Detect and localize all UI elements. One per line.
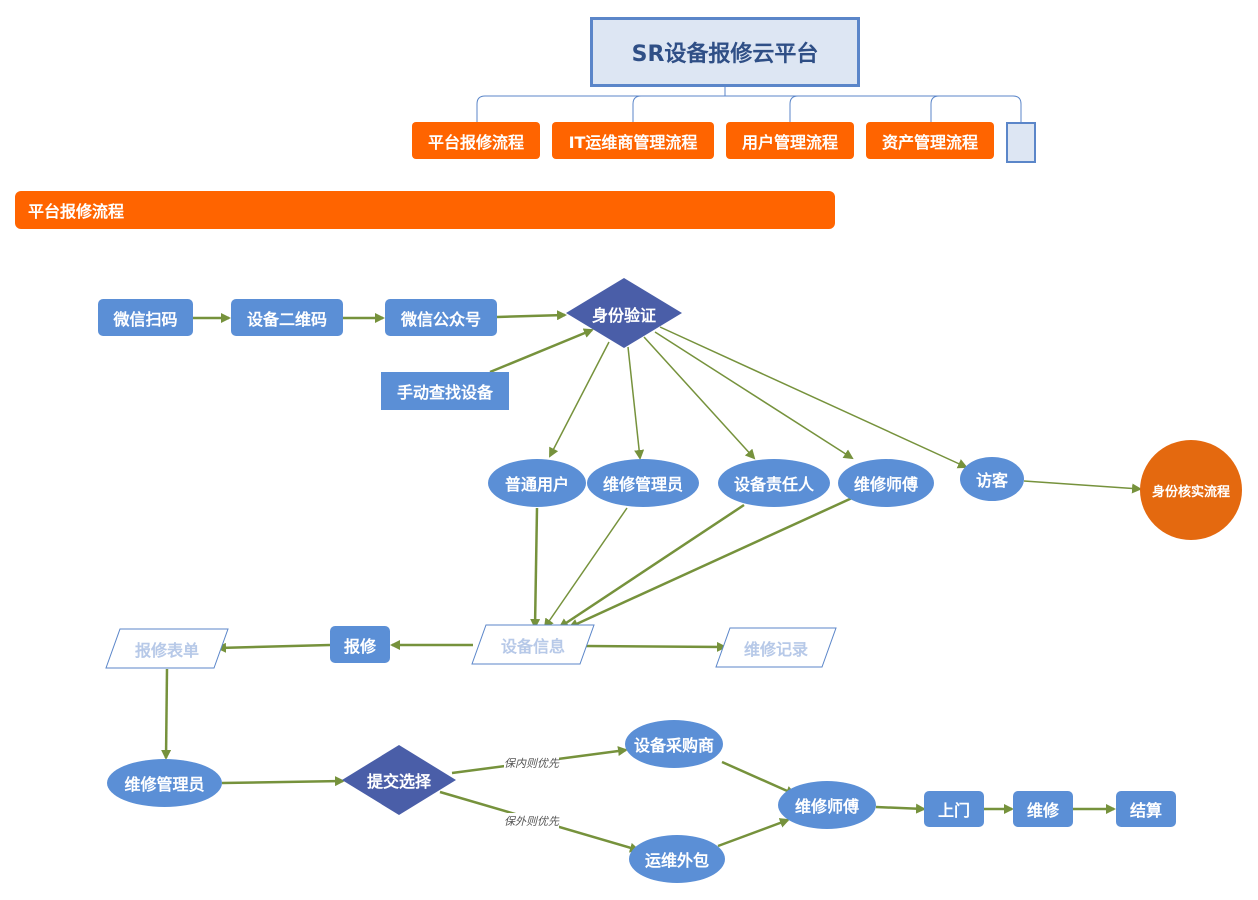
device-info-shape (471, 624, 595, 665)
arrow-verify-visitor (659, 326, 968, 469)
identity-verify-diamond (566, 278, 682, 348)
arrow-visitor-check (1023, 480, 1142, 494)
flow-arrows (161, 310, 1142, 853)
node-manual-find: 手动查找设备 (381, 372, 509, 410)
arrow-repair-form (216, 642, 331, 653)
node-identity-verify: 身份验证 (591, 306, 656, 325)
node-normal-user: 普通用户 (488, 459, 586, 507)
arrow-verify-owner (643, 336, 756, 460)
arrow-admin-info (543, 507, 628, 629)
arrow-verify-admin (627, 346, 645, 460)
node-onsite: 上门 (924, 791, 984, 827)
arrow-tech-info (568, 496, 853, 629)
node-technician-2: 维修师傅 (778, 781, 876, 829)
node-outsourcing: 运维外包 (629, 835, 725, 883)
tab-asset-management-flow[interactable]: 资产管理流程 (866, 122, 994, 159)
tab-it-vendor-flow[interactable]: IT运维商管理流程 (552, 122, 714, 159)
node-wechat-official: 微信公众号 (385, 299, 497, 336)
repair-record-shape (715, 627, 837, 668)
arrow-verify-tech (654, 331, 854, 460)
org-tree-lines (476, 87, 1022, 122)
node-visitor: 访客 (960, 457, 1024, 501)
arrow-verify-normal (549, 341, 610, 458)
submit-choice-diamond (342, 745, 456, 815)
tab-user-management-flow[interactable]: 用户管理流程 (726, 122, 854, 159)
arrow-official-verify (496, 310, 567, 321)
node-maint-admin-2: 维修管理员 (107, 759, 222, 807)
node-repair-form: 报修表单 (134, 640, 199, 660)
arrow-admin-submit (221, 776, 345, 787)
section-title-bar: 平台报修流程 (15, 191, 835, 229)
node-submit-choice: 提交选择 (366, 772, 431, 791)
empty-tab-box (1006, 122, 1036, 163)
arrow-owner-info (558, 503, 745, 629)
node-repair: 报修 (330, 626, 390, 663)
arrow-tech-onsite (875, 803, 926, 814)
node-fix: 维修 (1013, 791, 1073, 827)
node-settle: 结算 (1116, 791, 1176, 827)
node-supplier: 设备采购商 (625, 720, 723, 768)
node-device-owner: 设备责任人 (718, 459, 830, 507)
tab-platform-repair-flow[interactable]: 平台报修流程 (412, 122, 540, 159)
arrow-manual-verify (489, 328, 594, 374)
node-device-info: 设备信息 (500, 636, 565, 656)
repair-form-shape (105, 628, 229, 669)
edge-label-in-warranty: 保内则优先 (504, 755, 559, 771)
node-wechat-scan: 微信扫码 (98, 299, 193, 336)
node-technician: 维修师傅 (838, 459, 934, 507)
node-identity-check-flow: 身份核实流程 (1140, 440, 1242, 540)
node-repair-record: 维修记录 (743, 639, 808, 659)
arrow-outsource-tech (717, 818, 790, 848)
edge-label-out-warranty: 保外则优先 (504, 813, 559, 829)
arrow-form-admin (161, 668, 172, 760)
node-device-qr: 设备二维码 (231, 299, 343, 336)
node-maint-admin: 维修管理员 (587, 459, 699, 507)
arrow-normal-info (530, 507, 541, 629)
arrow-supplier-tech (721, 760, 796, 796)
platform-title: SR设备报修云平台 (590, 17, 860, 87)
arrow-info-record (584, 641, 727, 652)
